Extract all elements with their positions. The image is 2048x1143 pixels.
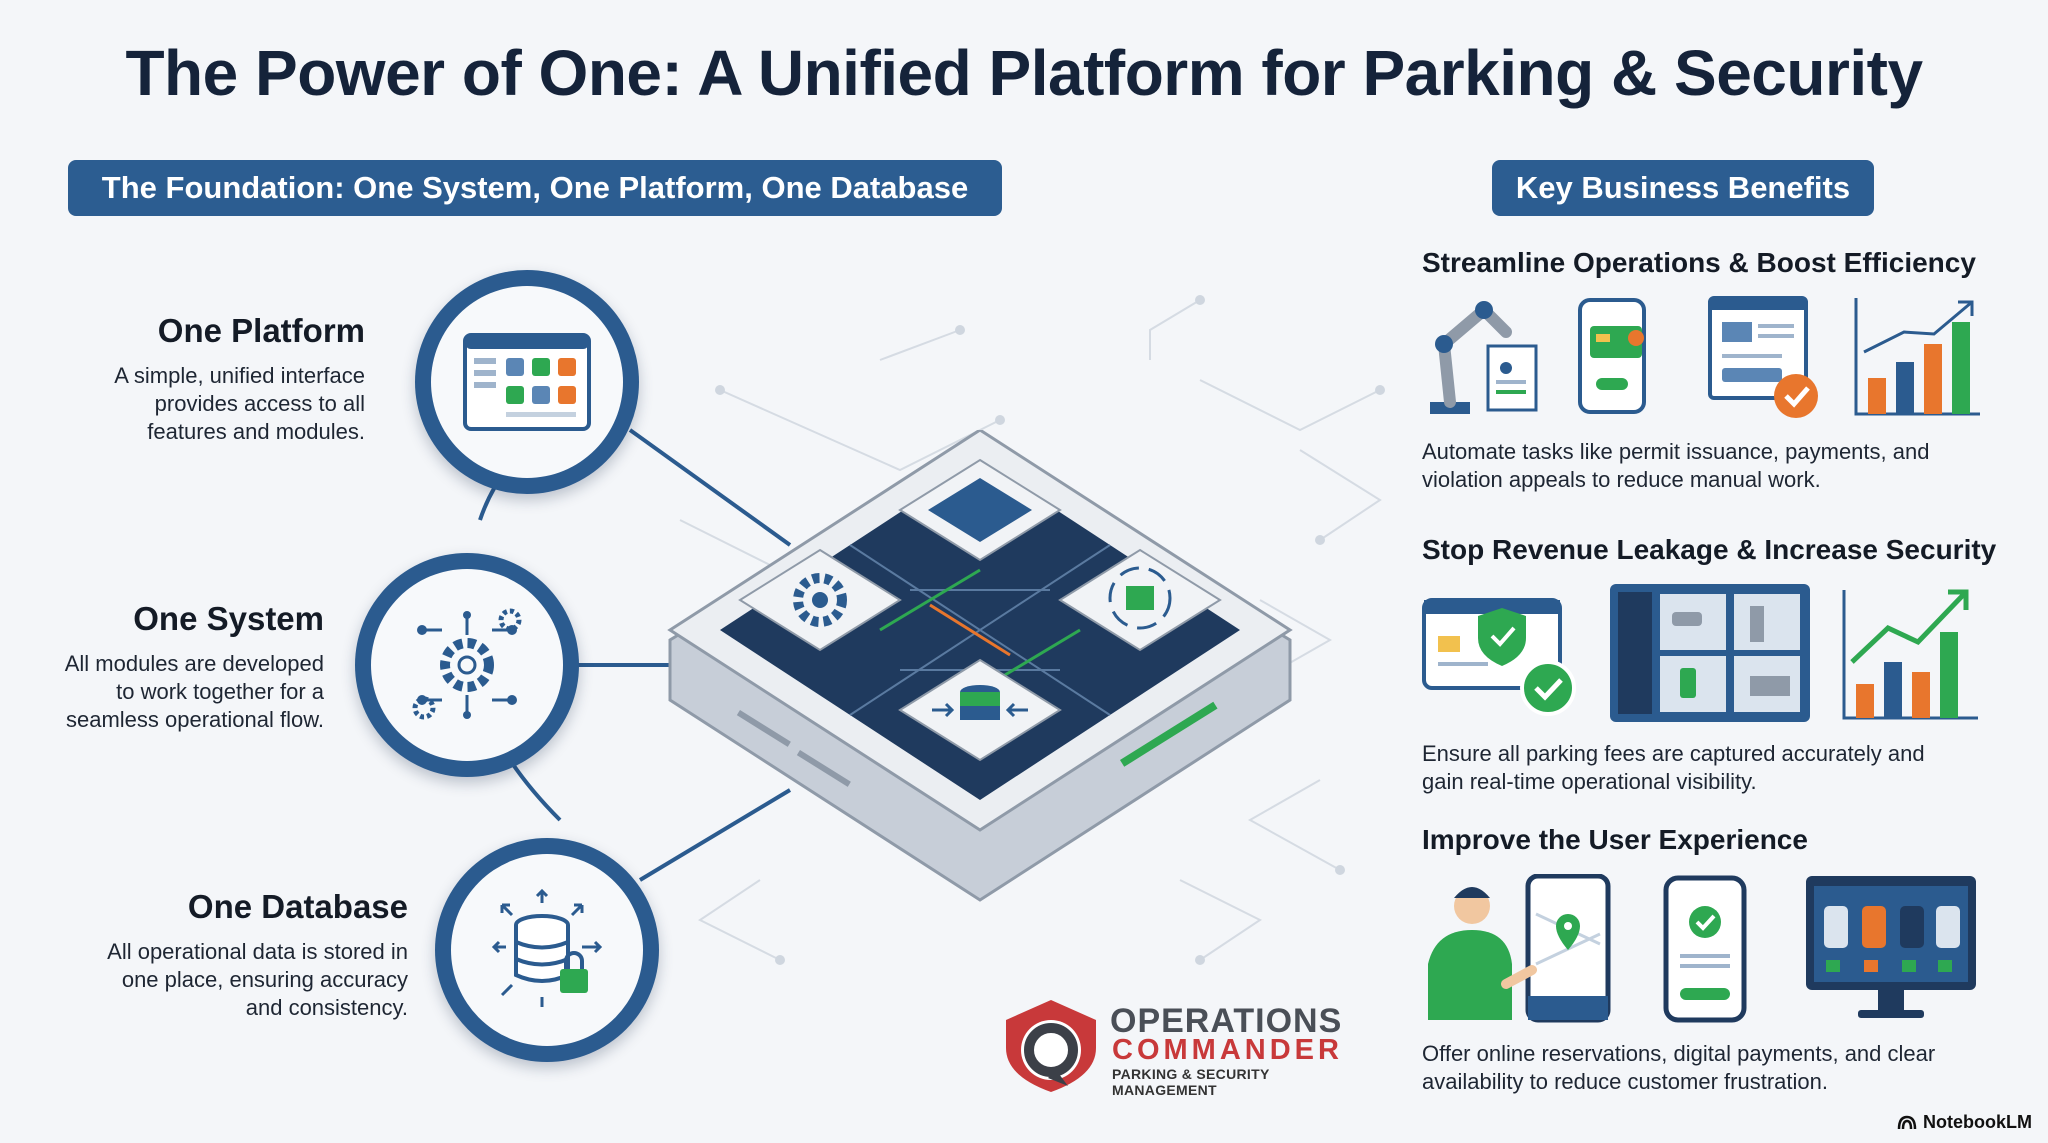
notebooklm-icon [1897,1115,1917,1129]
foundation-header: The Foundation: One System, One Platform… [68,160,1002,216]
card-shield-check-icon [1422,598,1576,716]
phone-payment-icon [1578,298,1646,414]
logo-shield-mark-icon [1006,1000,1096,1092]
operations-commander-logo: OPERATIONS COMMANDER PARKING & SECURITY … [996,996,1362,1098]
one-system-desc: All modules are developed to work togeth… [64,651,324,732]
growth-bar-chart-icon [1854,298,1980,416]
one-system-circle [355,553,579,777]
benefits-header: Key Business Benefits [1492,160,1874,216]
one-platform-desc: A simple, unified interface provides acc… [114,363,365,444]
user-experience-icons [1428,874,1976,1023]
benefit-revenue-desc: Ensure all parking fees are captured acc… [1422,741,1925,794]
benefit-efficiency-desc: Automate tasks like permit issuance, pay… [1422,439,1930,492]
one-database-title: One Database [187,888,408,925]
page-title: The Power of One: A Unified Platform for… [125,37,1923,109]
parking-availability-monitor-icon [1806,876,1976,1018]
logo-line-operations: OPERATIONS [1110,1002,1343,1040]
document-check-icon [1708,296,1818,418]
efficiency-icons [1430,296,1980,418]
one-platform-title: One Platform [157,312,365,349]
benefit-revenue-title: Stop Revenue Leakage & Increase Security [1422,534,1997,565]
robot-arm-icon [1430,301,1538,414]
database-lock-icon [491,888,603,1007]
central-hub-platform [667,430,1293,902]
one-database-desc: All operational data is stored in one pl… [107,939,408,1020]
camera-monitor-icon [1610,584,1810,722]
one-system-title: One System [133,600,324,637]
phone-confirmation-icon [1663,875,1747,1023]
revenue-growth-chart-icon [1842,589,1978,720]
dashboard-window-icon [463,333,591,431]
benefit-efficiency-title: Streamline Operations & Boost Efficiency [1422,247,1976,278]
gears-network-icon [412,608,522,720]
watermark-text: NotebookLM [1923,1112,2032,1132]
logo-line-commander: COMMANDER [1112,1034,1343,1066]
person-phone-map-icon [1428,874,1611,1023]
notebooklm-watermark: NotebookLM [1897,1112,2032,1133]
one-database-circle [435,838,659,1062]
one-platform-circle [415,270,639,494]
logo-tagline: PARKING & SECURITY MANAGEMENT [1112,1066,1270,1098]
benefit-user-experience-title: Improve the User Experience [1422,824,1808,855]
revenue-security-icons [1422,584,1978,722]
benefit-user-experience-desc: Offer online reservations, digital payme… [1422,1041,1936,1094]
